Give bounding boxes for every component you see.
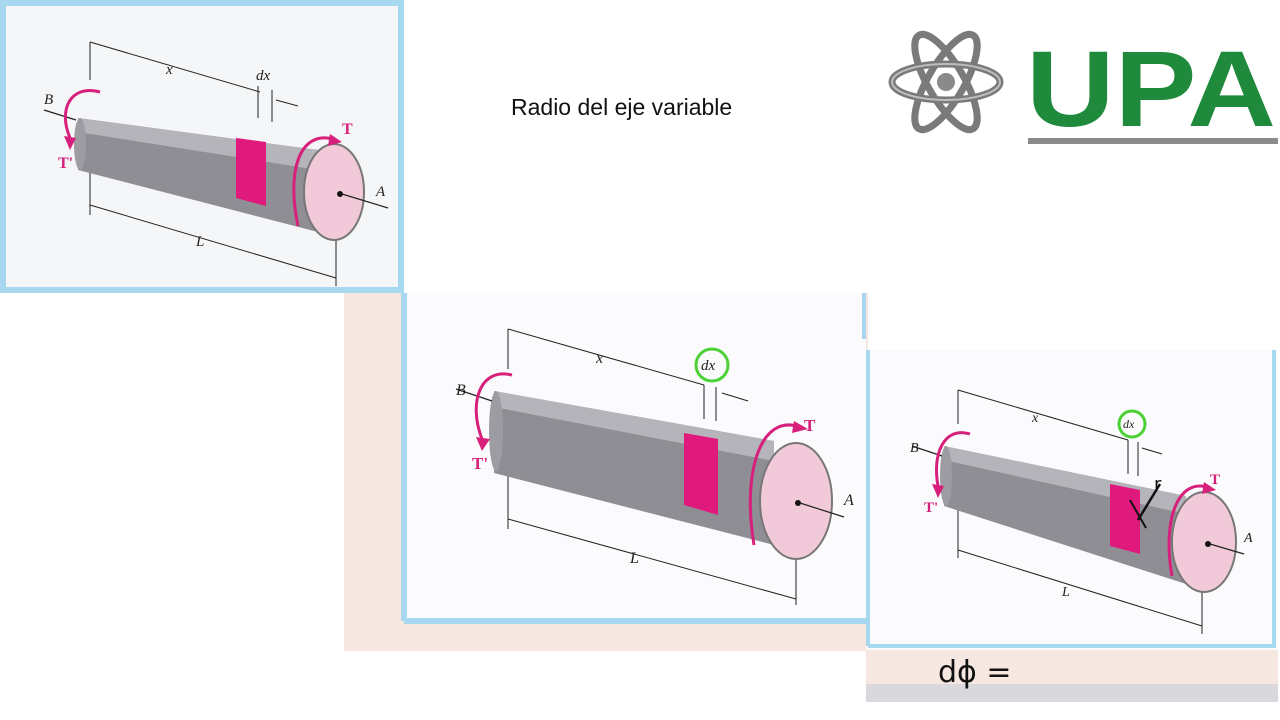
label-dx: dx [1123,417,1135,431]
dx-highlight-circle [694,347,730,383]
figure-panel-annotated: x dx L A B T T' [344,293,868,651]
label-L: L [1061,585,1070,600]
label-B: B [456,382,466,399]
label-dx: dx [256,68,271,84]
slide-title: Radio del eje variable [511,94,733,120]
label-dx: dx [701,358,716,374]
atom-icon [888,30,1004,134]
label-T-prime: T' [924,500,938,516]
label-x: x [595,350,603,367]
dx-highlight-circle [1117,409,1147,439]
figure-panel-original: x dx L A B T T' [0,0,404,293]
label-B: B [44,92,53,108]
handwritten-radius-note: r [1154,474,1162,495]
label-A: A [1243,531,1253,546]
upa-logo: UPA [888,10,1280,150]
logo-text: UPA [1026,28,1276,149]
label-T: T [804,416,816,435]
figure-panel-handwritten: x dx L A B r T T' dϕ = [866,350,1278,702]
label-T-prime: T' [472,454,488,473]
logo-underline [1028,138,1278,144]
label-A: A [843,492,854,509]
label-B: B [910,441,919,456]
label-L: L [195,234,204,250]
label-T: T [1210,472,1220,488]
label-L: L [629,550,639,567]
label-T-prime: T' [58,155,73,172]
label-x: x [165,62,173,78]
label-A: A [375,184,386,200]
label-T: T [342,121,353,138]
label-x: x [1031,411,1039,426]
handwritten-equation: dϕ = [938,655,1012,690]
